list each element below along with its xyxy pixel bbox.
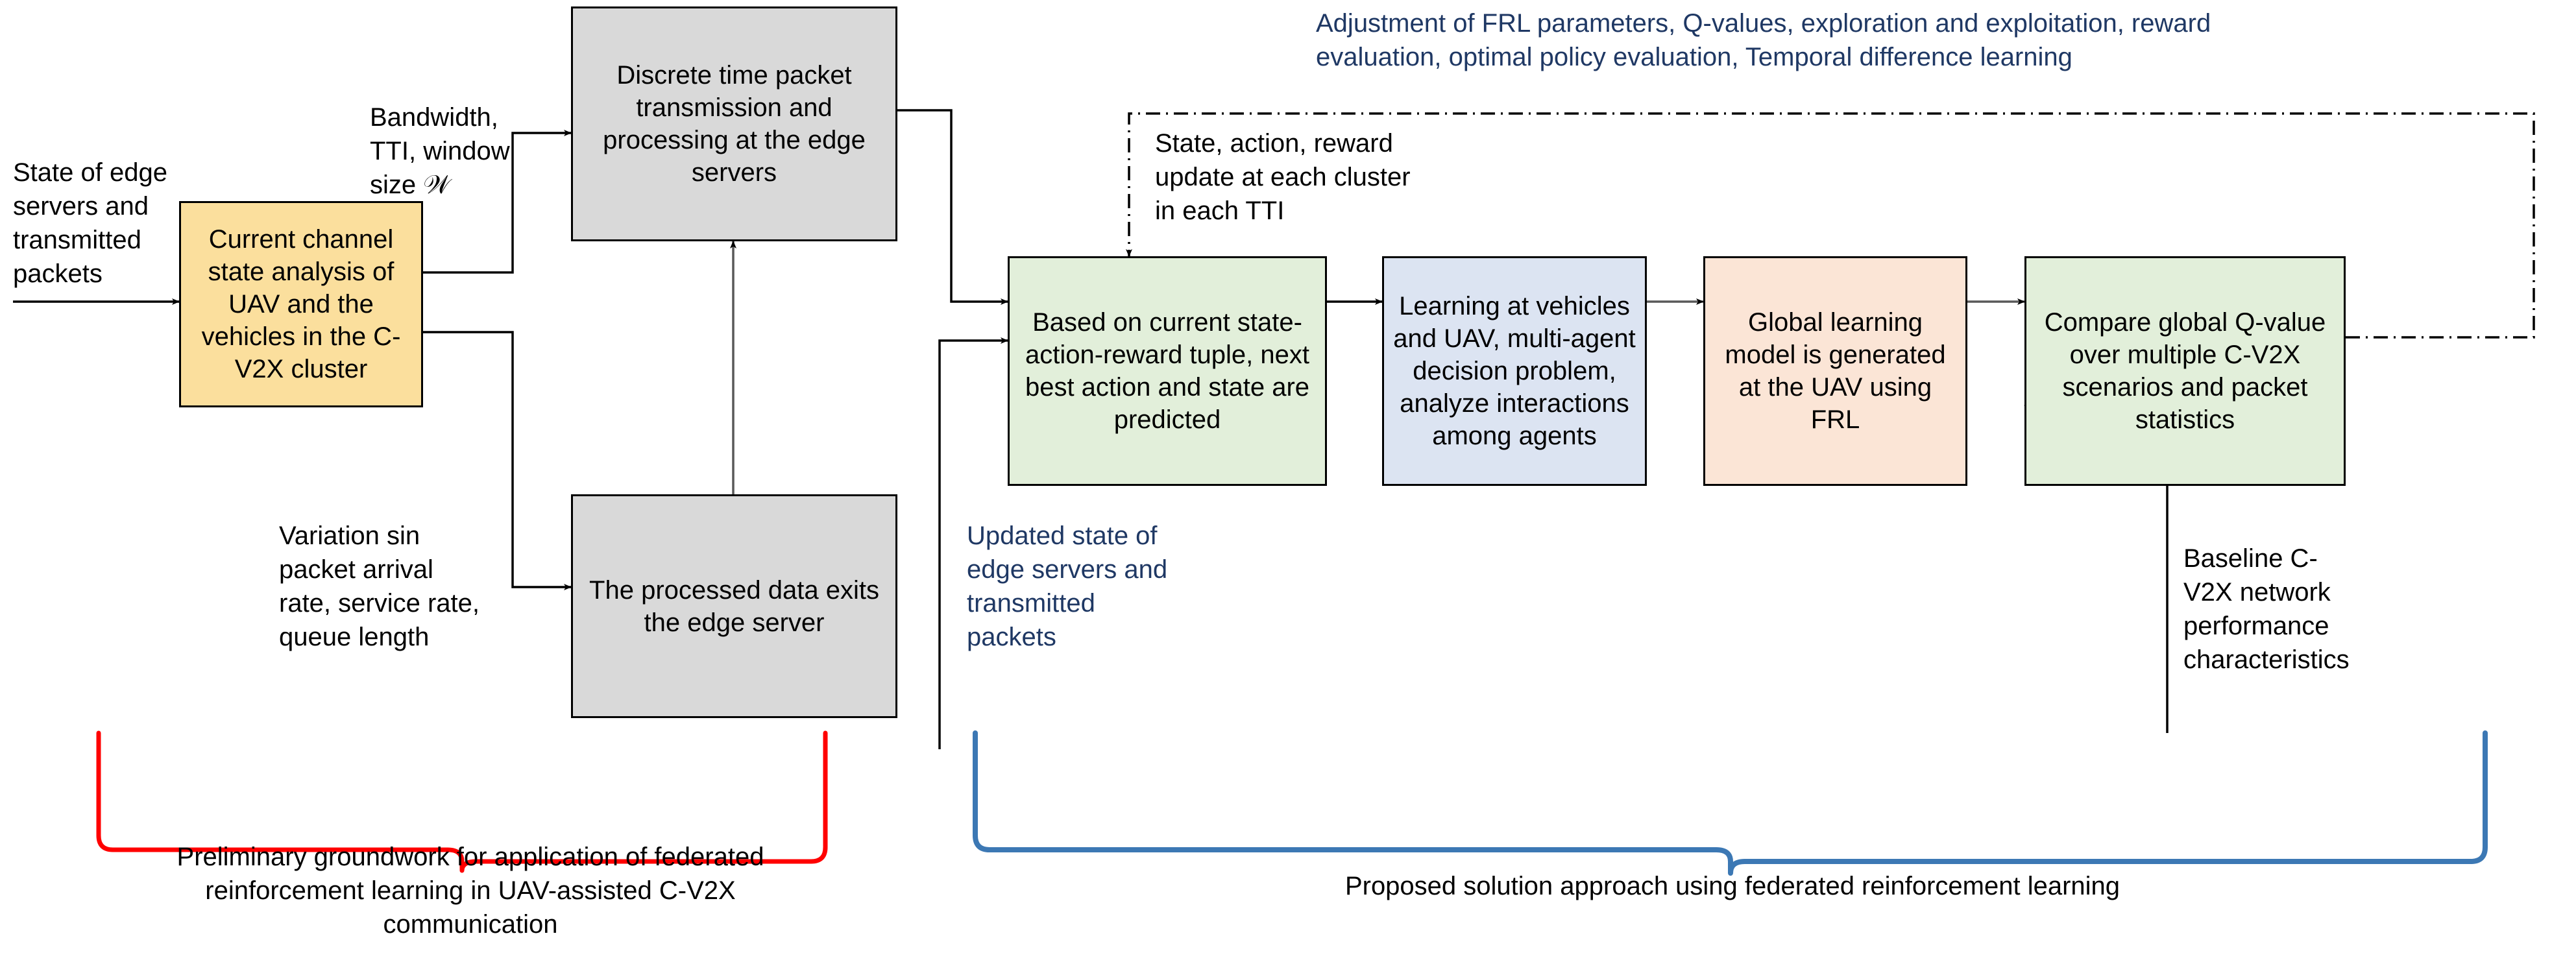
box-label: Learning at vehicles and UAV, multi-agen… bbox=[1393, 292, 1636, 450]
label-updated-state: Updated state of edge servers and transm… bbox=[967, 522, 1168, 651]
box-processed-data-exits[interactable]: The processed data exits the edge server bbox=[571, 494, 897, 718]
box-label: The processed data exits the edge server bbox=[589, 575, 879, 637]
label-frl-adjustment: Adjustment of FRL parameters, Q-values, … bbox=[1316, 9, 2211, 71]
caption-proposed-solution: Proposed solution approach using federat… bbox=[1344, 872, 2120, 900]
box-label: Based on current state-action-reward tup… bbox=[1025, 308, 1310, 434]
box-label: Discrete time packet transmission and pr… bbox=[603, 61, 866, 187]
box-discrete-time-packet[interactable]: Discrete time packet transmission and pr… bbox=[571, 6, 897, 241]
box-current-channel-state[interactable]: Current channel state analysis of UAV an… bbox=[179, 201, 423, 407]
label-state-of-edge-servers: State of edge servers and transmitted pa… bbox=[13, 158, 167, 288]
label-baseline-performance: Baseline C- V2X network performance char… bbox=[2183, 544, 2350, 674]
label-state-action-reward-update: State, action, reward update at each clu… bbox=[1155, 129, 1411, 225]
box-learning-multi-agent[interactable]: Learning at vehicles and UAV, multi-agen… bbox=[1382, 256, 1647, 486]
label-variation-rates: Variation sin packet arrival rate, servi… bbox=[279, 522, 480, 651]
box-label: Global learning model is generated at th… bbox=[1725, 308, 1946, 434]
wire-discrete-to-predict bbox=[897, 109, 1008, 305]
box-predict-action-state[interactable]: Based on current state-action-reward tup… bbox=[1008, 256, 1327, 486]
caption-preliminary-groundwork: Preliminary groundwork for application o… bbox=[176, 843, 764, 939]
label-bandwidth-tti-window: Bandwidth, TTI, window size 𝒲 bbox=[370, 103, 510, 199]
box-label: Current channel state analysis of UAV an… bbox=[201, 225, 401, 383]
box-compare-global-q[interactable]: Compare global Q-value over multiple C-V… bbox=[2024, 256, 2346, 486]
brace-right bbox=[973, 730, 2488, 876]
box-global-learning-model[interactable]: Global learning model is generated at th… bbox=[1703, 256, 1967, 486]
box-label: Compare global Q-value over multiple C-V… bbox=[2044, 308, 2326, 434]
